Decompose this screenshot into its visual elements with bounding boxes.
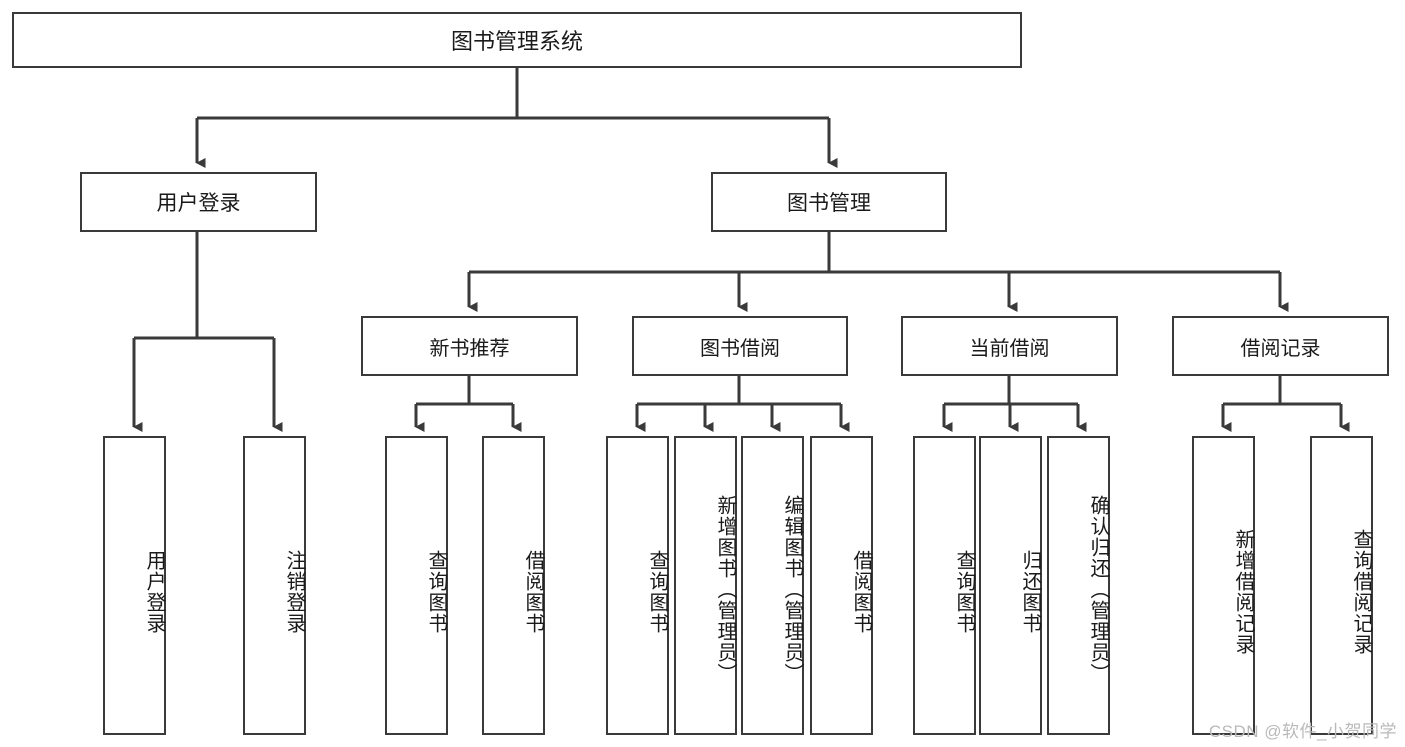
node-book-management[interactable]: 图书管理 <box>711 172 947 232</box>
watermark: CSDN @软件_小贺同学 <box>1208 722 1397 741</box>
leaf-edit-book-admin[interactable]: 编辑图书（管理员） <box>741 436 804 735</box>
node-borrow-record[interactable]: 借阅记录 <box>1172 316 1389 376</box>
leaf-add-book-admin[interactable]: 新增图书（管理员） <box>674 436 737 735</box>
leaf-query-book-new[interactable]: 查询图书 <box>385 436 448 735</box>
leaf-query-book-current[interactable]: 查询图书 <box>913 436 976 735</box>
leaf-query-borrow-record[interactable]: 查询借阅记录 <box>1310 436 1373 735</box>
leaf-add-borrow-record[interactable]: 新增借阅记录 <box>1192 436 1255 735</box>
node-new-book-recommend[interactable]: 新书推荐 <box>361 316 578 376</box>
node-current-borrow[interactable]: 当前借阅 <box>901 316 1118 376</box>
leaf-return-book[interactable]: 归还图书 <box>979 436 1042 735</box>
leaf-borrow-book[interactable]: 借阅图书 <box>810 436 873 735</box>
leaf-query-book-borrow[interactable]: 查询图书 <box>606 436 669 735</box>
node-book-borrow[interactable]: 图书借阅 <box>632 316 848 376</box>
leaf-logout[interactable]: 注销登录 <box>243 436 306 735</box>
node-user-login[interactable]: 用户登录 <box>80 172 317 232</box>
leaf-confirm-return-admin[interactable]: 确认归还（管理员） <box>1047 436 1110 735</box>
leaf-user-login[interactable]: 用户登录 <box>103 436 166 735</box>
leaf-borrow-book-new[interactable]: 借阅图书 <box>482 436 545 735</box>
node-root-system[interactable]: 图书管理系统 <box>12 12 1022 68</box>
